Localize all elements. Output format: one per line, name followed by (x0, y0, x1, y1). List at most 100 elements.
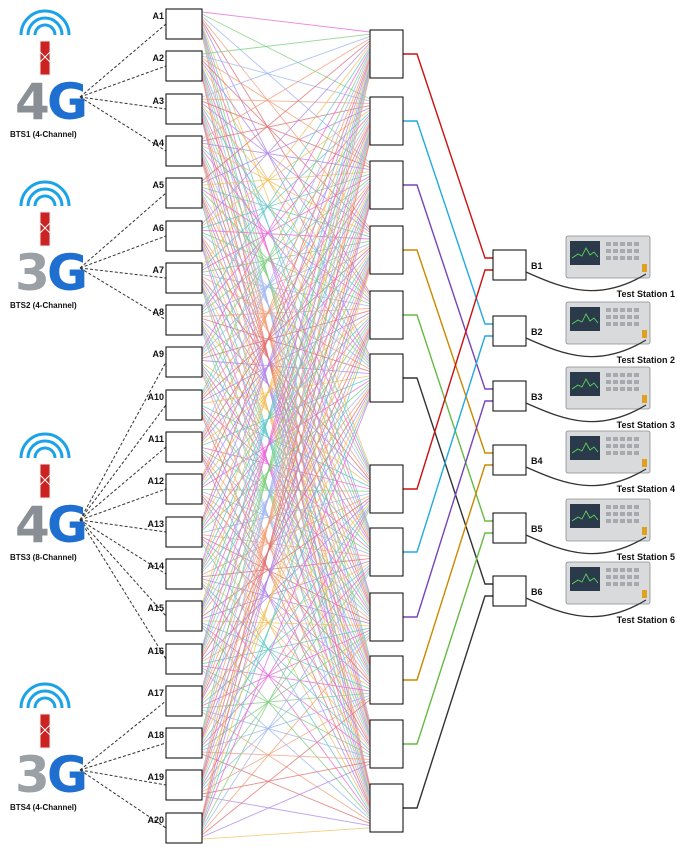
analyzer-key (634, 322, 639, 326)
mesh-line (201, 142, 371, 171)
mesh-line (201, 111, 371, 269)
analyzer-key (606, 249, 611, 253)
mesh-line (201, 51, 371, 394)
analyzer-key (634, 373, 639, 377)
input-ports: A1A2A3A4A5A6A7A8A9A10A11A12A13A14A15A16A… (147, 8, 203, 844)
signal-wave-icon (33, 23, 57, 36)
feeder-line (79, 519, 167, 660)
test-station-label: Test Station 5 (617, 552, 675, 562)
splitter-box (369, 719, 404, 769)
b-port-label: B1 (531, 261, 543, 271)
analyzer-key (627, 451, 632, 455)
analyzer-key (613, 437, 618, 441)
tower-icon (39, 211, 51, 247)
output-link (403, 269, 493, 490)
analyzer-key (634, 444, 639, 448)
output-link (403, 400, 493, 618)
mesh-line (201, 632, 371, 749)
mesh-line (201, 58, 371, 521)
output-link (403, 595, 493, 809)
a-port-label: A13 (147, 519, 164, 529)
signal-wave-icon (19, 9, 71, 36)
analyzer-key (627, 242, 632, 246)
output-link (403, 184, 493, 390)
bts-feeder-lines (79, 23, 167, 829)
analyzer-port (642, 330, 647, 338)
analyzer-screen (570, 567, 600, 591)
analyzer-key (606, 315, 611, 319)
mesh-line (201, 56, 371, 478)
mesh-line (201, 508, 371, 829)
feeder-line (79, 769, 167, 829)
analyzer-key (627, 437, 632, 441)
generation-icon: G (47, 746, 88, 804)
a-port-label: A16 (147, 646, 164, 656)
generation-icon: 4 (15, 496, 50, 554)
analyzer-key (620, 519, 625, 523)
a-port-label: A6 (152, 223, 164, 233)
analyzer-key (620, 256, 625, 260)
a-port-label: A19 (147, 772, 164, 782)
splitter-column (369, 29, 404, 833)
a-port-box (165, 135, 203, 167)
signal-wave-icon (26, 16, 64, 36)
b-port-label: B4 (531, 456, 543, 466)
analyzer-key (613, 575, 618, 579)
mesh-line (201, 107, 371, 184)
mesh-line (201, 55, 371, 102)
analyzer-key (613, 256, 618, 260)
analyzer-key (613, 322, 618, 326)
analyzer-key (634, 519, 639, 523)
analyzer-key (634, 437, 639, 441)
b-port-box (492, 315, 527, 347)
mesh-line (201, 265, 371, 738)
analyzer-key (613, 387, 618, 391)
a-port-label: A2 (152, 53, 164, 63)
station-cable (525, 597, 647, 618)
output-link (403, 377, 493, 585)
feeder-line (79, 192, 167, 269)
analyzer-key (634, 308, 639, 312)
station-cable (525, 466, 647, 487)
mesh-line (201, 634, 371, 791)
mesh-line (201, 53, 371, 436)
mesh-line (201, 763, 371, 838)
a-port-label: A5 (152, 180, 164, 190)
analyzer-key (627, 568, 632, 572)
analyzer-port (642, 395, 647, 403)
analyzer-key (606, 444, 611, 448)
a-port-box (165, 643, 203, 675)
output-link (403, 335, 493, 553)
feeder-line (79, 23, 167, 98)
mesh-connections (201, 11, 371, 840)
mesh-line (201, 42, 371, 225)
generation-icon: G (47, 496, 88, 554)
analyzer-screen (570, 307, 600, 331)
a-port-label: A17 (147, 688, 164, 698)
a-port-box (165, 431, 203, 463)
splitter-box (369, 527, 404, 577)
analyzer-screen (570, 372, 600, 396)
tower-icon (39, 713, 51, 749)
analyzer-key (620, 387, 625, 391)
mesh-line (201, 753, 371, 824)
a-port-box (165, 346, 203, 378)
mesh-line (201, 751, 371, 760)
test-station-label: Test Station 1 (617, 289, 675, 299)
splitter-box (369, 655, 404, 705)
a-port-box (165, 600, 203, 632)
mesh-line (201, 33, 371, 55)
analyzer-key (606, 575, 611, 579)
feeder-line (79, 700, 167, 771)
analyzer-key (627, 444, 632, 448)
feeder-line (79, 96, 167, 152)
mesh-line (201, 231, 371, 305)
a-port-box (165, 516, 203, 548)
mesh-line (201, 38, 371, 140)
analyzer-key (627, 249, 632, 253)
bts-label: BTS4 (4-Channel) (10, 803, 77, 812)
tower-icon (39, 463, 51, 499)
tower-strut (39, 474, 51, 486)
